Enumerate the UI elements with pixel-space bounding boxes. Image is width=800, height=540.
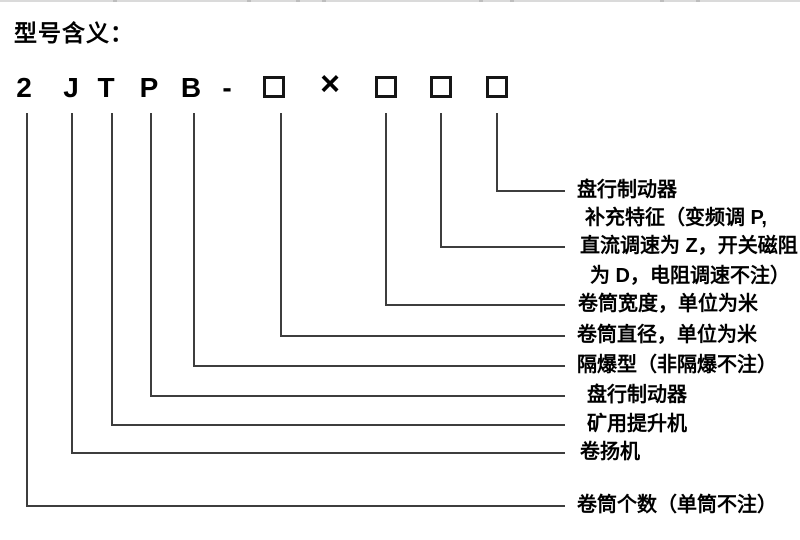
connector-horizontal-line — [440, 246, 565, 248]
legend-label: 卷扬机 — [580, 441, 640, 463]
legend-label: 矿用提升机 — [587, 413, 687, 435]
connector-horizontal-line — [111, 424, 565, 426]
diagram-title: 型号含义： — [14, 20, 134, 46]
legend-label: 补充特征（变频调 P, — [585, 207, 767, 229]
connector-vertical-line — [111, 113, 113, 424]
table-border-tick — [296, 0, 300, 2]
table-border-tick — [113, 0, 117, 2]
table-border-tick — [510, 0, 514, 2]
model-char-B: B — [180, 72, 202, 103]
connector-vertical-line — [150, 113, 152, 395]
table-border-tick — [696, 0, 700, 2]
connector-vertical-line — [193, 113, 195, 365]
table-border-tick — [479, 0, 483, 2]
legend-label: 盘行制动器 — [587, 384, 687, 406]
model-char--: - — [222, 72, 232, 103]
model-char-P: P — [139, 72, 159, 103]
connector-vertical-line — [496, 113, 498, 190]
table-border-tick — [247, 0, 251, 2]
legend-label: 隔爆型（非隔爆不注） — [577, 354, 777, 376]
model-placeholder-box — [375, 76, 397, 98]
connector-horizontal-line — [150, 395, 565, 397]
connector-vertical-line — [280, 113, 282, 335]
connector-horizontal-line — [496, 190, 565, 192]
connector-vertical-line — [26, 113, 28, 505]
legend-label: 为 D，电阻调速不注） — [590, 265, 790, 287]
connector-horizontal-line — [26, 505, 565, 507]
table-border-top — [0, 0, 800, 2]
legend-label: 直流调速为 Z，开关磁阻 — [580, 235, 798, 257]
legend-label: 卷筒直径，单位为米 — [577, 324, 757, 346]
table-border-tick — [660, 0, 664, 2]
connector-horizontal-line — [385, 304, 565, 306]
model-char-×: × — [320, 65, 340, 103]
connector-horizontal-line — [71, 452, 565, 454]
legend-label: 卷筒宽度，单位为米 — [578, 293, 758, 315]
model-placeholder-box — [486, 76, 508, 98]
model-char-J: J — [63, 72, 79, 103]
model-placeholder-box — [430, 76, 452, 98]
model-char-2: 2 — [16, 72, 32, 103]
model-char-T: T — [97, 72, 115, 103]
legend-label: 盘行制动器 — [577, 179, 677, 201]
connector-vertical-line — [440, 113, 442, 246]
table-border-tick — [322, 0, 326, 2]
connector-vertical-line — [385, 113, 387, 304]
model-placeholder-box — [263, 76, 285, 98]
connector-vertical-line — [71, 113, 73, 452]
connector-horizontal-line — [280, 335, 565, 337]
legend-label: 卷筒个数（单筒不注） — [577, 494, 777, 516]
connector-horizontal-line — [193, 365, 565, 367]
